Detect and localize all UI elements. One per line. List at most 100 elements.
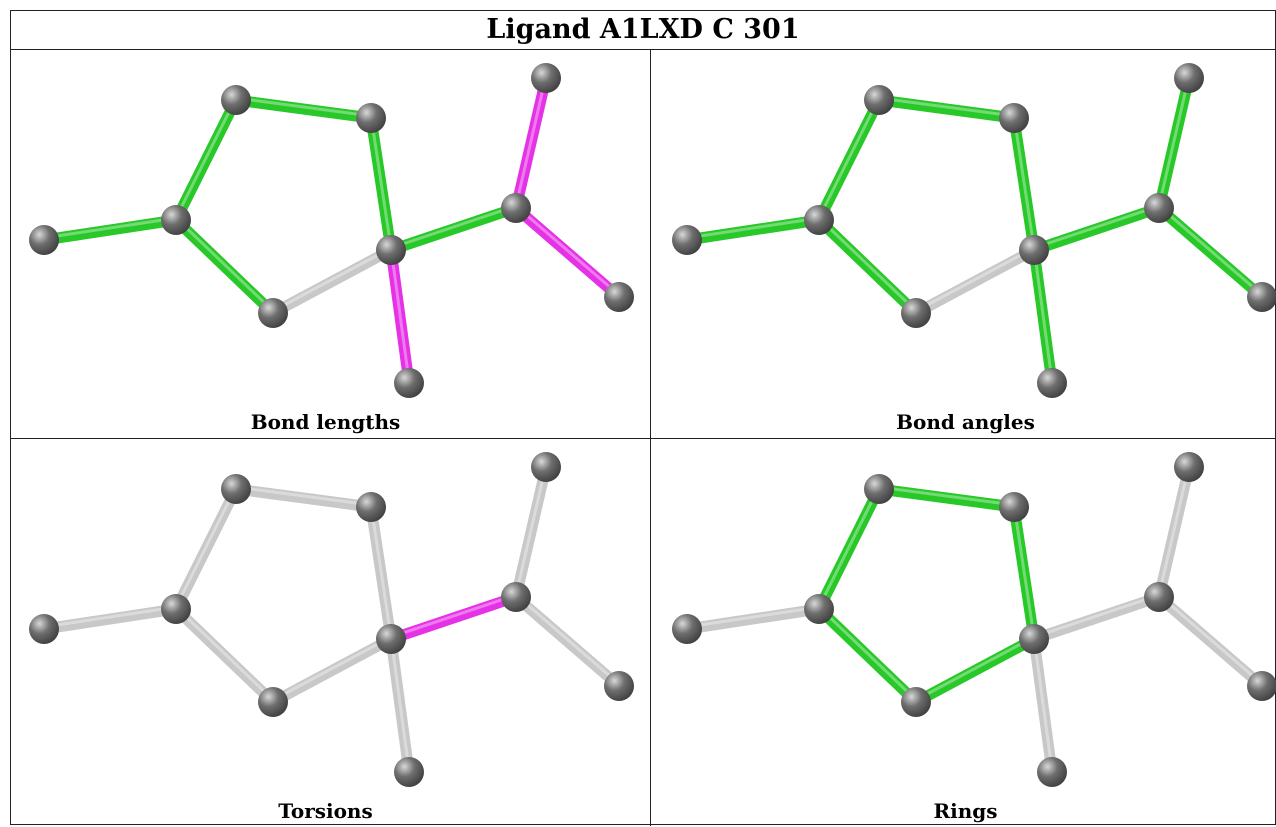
bond-rings-7 bbox=[1028, 591, 1165, 645]
atom-bond-lengths-10 bbox=[394, 368, 424, 398]
bond-torsions-8 bbox=[510, 461, 552, 603]
bond-highlight-torsions-9 bbox=[514, 593, 621, 686]
bond-highlight-bond-angles-10 bbox=[1032, 246, 1054, 383]
bond-highlight-bond-lengths-1 bbox=[234, 96, 373, 118]
bond-highlight-bond-lengths-10 bbox=[389, 246, 411, 383]
bond-highlight-rings-6 bbox=[914, 635, 1036, 702]
bond-highlight-bond-lengths-9 bbox=[514, 204, 621, 297]
atom-rings-6 bbox=[1019, 624, 1049, 654]
bond-highlight-bond-angles-9 bbox=[1157, 204, 1264, 297]
atom-rings-10 bbox=[1037, 757, 1067, 787]
atom-bond-lengths-4 bbox=[29, 225, 59, 255]
atom-bond-angles-10 bbox=[1037, 368, 1067, 398]
molecule-torsions bbox=[29, 452, 634, 787]
atom-bond-lengths-2 bbox=[356, 103, 386, 133]
panel-bond-lengths: Bond lengths bbox=[11, 50, 640, 438]
bond-rings-10 bbox=[1028, 633, 1058, 778]
bond-highlight-torsions-5 bbox=[369, 503, 393, 639]
atom-bond-angles-5 bbox=[901, 298, 931, 328]
bond-bond-lengths-1 bbox=[230, 94, 377, 124]
atom-bond-lengths-7 bbox=[501, 193, 531, 223]
bond-highlight-bond-lengths-3 bbox=[42, 216, 178, 240]
bond-bond-lengths-8 bbox=[510, 72, 552, 214]
molecule-rings bbox=[672, 452, 1276, 787]
panel-torsions: Torsions bbox=[11, 439, 640, 827]
bond-rings-1 bbox=[873, 483, 1020, 513]
bond-bond-angles-8 bbox=[1153, 72, 1195, 214]
atom-bond-angles-7 bbox=[1144, 193, 1174, 223]
bond-highlight-bond-lengths-6 bbox=[271, 246, 393, 313]
bond-torsions-10 bbox=[385, 633, 415, 778]
atom-rings-5 bbox=[901, 687, 931, 717]
divider-horizontal bbox=[11, 438, 1275, 439]
bond-rings-6 bbox=[910, 633, 1040, 708]
bond-highlight-torsions-6 bbox=[271, 635, 393, 702]
atom-torsions-6 bbox=[376, 624, 406, 654]
bond-highlight-torsions-4 bbox=[174, 605, 275, 702]
bond-highlight-bond-angles-2 bbox=[817, 96, 881, 220]
molecule-bond-lengths bbox=[29, 63, 634, 398]
figure-frame: Ligand A1LXD C 301 Bond lengths Bond ang… bbox=[10, 10, 1276, 827]
bond-bond-angles-2 bbox=[813, 94, 885, 226]
bond-highlight-torsions-1 bbox=[234, 485, 373, 507]
atom-torsions-4 bbox=[29, 614, 59, 644]
panel-bond-angles: Bond angles bbox=[651, 50, 1276, 438]
bond-highlight-rings-2 bbox=[817, 485, 881, 609]
atom-rings-3 bbox=[804, 594, 834, 624]
atom-torsions-3 bbox=[161, 594, 191, 624]
bond-bond-lengths-4 bbox=[170, 214, 279, 319]
bond-rings-2 bbox=[813, 483, 885, 615]
bond-rings-8 bbox=[1153, 461, 1195, 603]
atom-bond-lengths-5 bbox=[258, 298, 288, 328]
bond-rings-4 bbox=[813, 603, 922, 708]
atom-bond-angles-4 bbox=[672, 225, 702, 255]
caption-bond-lengths: Bond lengths bbox=[250, 410, 401, 434]
atom-bond-angles-1 bbox=[864, 85, 894, 115]
bond-highlight-bond-lengths-5 bbox=[369, 114, 393, 250]
bond-highlight-torsions-8 bbox=[514, 463, 548, 597]
bond-bond-angles-7 bbox=[1028, 202, 1165, 256]
bond-bond-lengths-7 bbox=[385, 202, 522, 256]
panel-rings: Rings bbox=[651, 439, 1276, 827]
bond-highlight-rings-4 bbox=[817, 605, 918, 702]
bond-highlight-rings-1 bbox=[877, 485, 1016, 507]
bond-highlight-torsions-7 bbox=[389, 593, 518, 639]
atom-rings-4 bbox=[672, 614, 702, 644]
bond-highlight-rings-8 bbox=[1157, 463, 1191, 597]
bond-highlight-rings-3 bbox=[685, 605, 821, 629]
bond-bond-angles-6 bbox=[910, 244, 1040, 319]
bond-highlight-rings-7 bbox=[1032, 593, 1161, 639]
atom-bond-lengths-1 bbox=[221, 85, 251, 115]
atom-torsions-1 bbox=[221, 474, 251, 504]
atom-rings-8 bbox=[1174, 452, 1204, 482]
caption-rings: Rings bbox=[933, 799, 998, 823]
bond-highlight-rings-5 bbox=[1012, 503, 1036, 639]
bond-highlight-bond-angles-7 bbox=[1032, 204, 1161, 250]
bond-torsions-7 bbox=[385, 591, 522, 645]
bond-bond-angles-10 bbox=[1028, 244, 1058, 389]
bond-torsions-6 bbox=[267, 633, 397, 708]
bond-torsions-9 bbox=[510, 591, 625, 692]
bond-highlight-bond-angles-6 bbox=[914, 246, 1036, 313]
atom-rings-2 bbox=[999, 492, 1029, 522]
bond-bond-lengths-5 bbox=[365, 112, 397, 256]
bond-bond-angles-9 bbox=[1153, 202, 1268, 303]
bond-highlight-bond-angles-4 bbox=[817, 216, 918, 313]
atom-rings-1 bbox=[864, 474, 894, 504]
bond-highlight-rings-10 bbox=[1032, 635, 1054, 772]
atom-bond-angles-9 bbox=[1247, 282, 1276, 312]
atom-bond-angles-6 bbox=[1019, 235, 1049, 265]
bond-rings-5 bbox=[1008, 501, 1040, 645]
bond-rings-9 bbox=[1153, 591, 1268, 692]
bond-highlight-torsions-2 bbox=[174, 485, 238, 609]
bond-highlight-torsions-10 bbox=[389, 635, 411, 772]
bond-bond-lengths-6 bbox=[267, 244, 397, 319]
atom-bond-lengths-6 bbox=[376, 235, 406, 265]
bond-highlight-bond-angles-8 bbox=[1157, 74, 1191, 208]
bond-bond-angles-1 bbox=[873, 94, 1020, 124]
atom-bond-angles-3 bbox=[804, 205, 834, 235]
atom-torsions-8 bbox=[531, 452, 561, 482]
bond-highlight-bond-lengths-4 bbox=[174, 216, 275, 313]
bond-torsions-3 bbox=[38, 603, 182, 635]
figure-title: Ligand A1LXD C 301 bbox=[11, 11, 1275, 50]
